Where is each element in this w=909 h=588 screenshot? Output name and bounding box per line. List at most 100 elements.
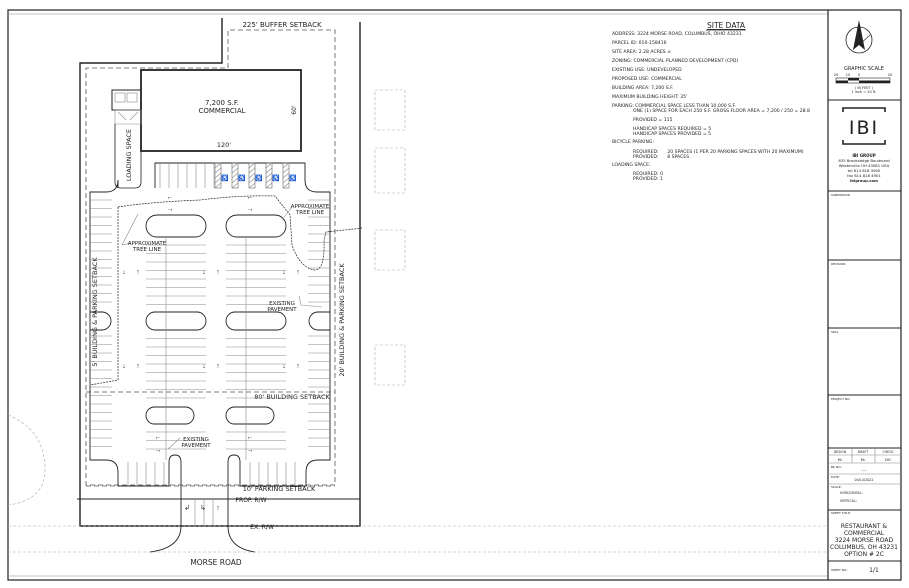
accessible-parking-icon: ♿ <box>221 174 229 182</box>
scale-tick: 20 <box>888 73 892 77</box>
hatch-line <box>248 167 256 174</box>
existing-pavement-label: EXISTING <box>269 301 295 307</box>
direction-arrow-icon: ↓ <box>202 363 206 370</box>
company-web: ibigroup.com <box>850 178 878 183</box>
tree-line <box>117 195 363 271</box>
north-arrow-icon <box>845 20 873 54</box>
date-label: DATE: <box>831 475 840 479</box>
accessible-parking-icon: ♿ <box>289 174 297 182</box>
sheet-title: RESTAURANT & <box>841 523 888 530</box>
loading-line: PROVIDED: 1 <box>633 176 663 182</box>
tree-line-label: APPROXIMATE <box>291 204 330 210</box>
leader-line <box>121 213 139 246</box>
prop-rw-label: PROP. R/W <box>235 497 266 504</box>
bk-no-value: ----- <box>861 468 866 472</box>
parking-line: PARKING: COMMERCIAL SPACE LESS THAN 10,0… <box>612 103 736 109</box>
direction-arrow-icon: ↓ <box>282 363 286 370</box>
hatch-line <box>282 172 290 179</box>
access-aisle <box>248 162 256 189</box>
direction-arrow-icon: ← <box>247 194 254 201</box>
access-aisle <box>265 162 273 189</box>
direction-arrow-icon: ↓ <box>282 269 286 276</box>
direction-arrow-icon: → <box>247 447 254 454</box>
landscape-island <box>225 406 275 425</box>
site-data-line: BUILDING AREA: 7,200 S.F. <box>612 85 673 91</box>
hatch-line <box>214 182 222 189</box>
horizontal-scale-label: HORIZONTAL: <box>840 491 863 495</box>
accessible-parking-icon: ♿ <box>238 174 246 182</box>
access-aisle <box>282 162 290 189</box>
existing-pavement-label: EXISTING <box>183 437 209 443</box>
building-width-dim: 120' <box>217 141 231 149</box>
parking-line: HANDICAP SPACES PROVIDED = 5 <box>633 131 711 137</box>
scale-ratio: 1 inch = 20 ft. <box>851 90 876 94</box>
site-data-line: PARCEL ID: 010-158416 <box>612 40 667 46</box>
dumpster <box>114 92 126 103</box>
ibi-logo: IBI <box>842 107 886 145</box>
seal-label: SEAL <box>831 330 839 334</box>
direction-arrow-icon: ↑ <box>216 505 220 512</box>
scale-unit: ( IN FEET ) <box>855 86 874 90</box>
site-data-line: PROPOSED USE: COMMERCIAL <box>612 76 682 82</box>
tree-line-label: TREE LINE <box>132 247 162 253</box>
direction-arrow-icon: → <box>247 206 254 213</box>
loading-line: LOADING SPACE: <box>612 162 651 168</box>
direction-arrow-icon: ↑ <box>136 363 140 370</box>
hatch-line <box>231 167 239 174</box>
landscape-island <box>225 311 287 331</box>
hatch-line <box>214 162 222 169</box>
direction-arrow-icon: ↑ <box>216 363 220 370</box>
loading-pad <box>114 109 142 125</box>
hatch-line <box>265 162 273 169</box>
hatch-line <box>231 177 239 184</box>
direction-arrow-icon: ← <box>167 194 174 201</box>
hatch-line <box>231 182 239 189</box>
right-setback-label: 20' BUILDING & PARKING SETBACK <box>338 263 346 377</box>
ex-rw-label: EX. R/W <box>250 524 274 531</box>
direction-arrow-icon: → <box>155 447 162 454</box>
bicycle-line: BICYCLE PARKING: <box>612 139 654 145</box>
company-tel: tel 614 818 4900 <box>848 168 881 173</box>
direction-arrow-icon: ↑ <box>296 269 300 276</box>
hatch-line <box>282 162 290 169</box>
scale-tick: 0 <box>858 73 860 77</box>
accessible-parking-icon: ♿ <box>255 174 263 182</box>
hatch-line <box>231 162 239 169</box>
submission-label: SUBMISSION <box>831 193 850 197</box>
buffer-setback-label: 225' BUFFER SETBACK <box>242 21 321 29</box>
parking-line: PROVIDED = 115 <box>633 117 673 123</box>
access-aisle <box>231 162 239 189</box>
scale-tick: 20 <box>834 73 838 77</box>
svg-text:IBI: IBI <box>849 117 879 139</box>
design-label: DESIGN <box>834 450 847 454</box>
date-value: 04/14/2022 <box>854 478 873 482</box>
parking-line: ONE (1) SPACE FOR EACH 250 S.F. GROSS FL… <box>633 108 810 114</box>
site-data-list: ADDRESS: 3224 MORSE ROAD, COLUMBUS, OHIO… <box>612 31 810 182</box>
parking-lot-curb <box>89 162 331 553</box>
direction-arrow-icon: ↑ <box>296 363 300 370</box>
direction-arrow-icon: ↑ <box>136 269 140 276</box>
landscape-island <box>145 311 207 331</box>
sheet-no: 1/1 <box>869 567 879 574</box>
sheet-title: 3224 MORSE ROAD <box>835 537 894 544</box>
end-island <box>90 311 112 331</box>
tree-line-label: TREE LINE <box>295 210 325 216</box>
company-address: Westerville OH 43081 USA <box>839 163 890 168</box>
company-name: IBI GROUP <box>852 153 875 158</box>
adjacent-buildings <box>7 89 406 506</box>
road-name: MORSE ROAD <box>190 558 242 567</box>
landscape-island <box>225 214 287 238</box>
scale-tick: 10 <box>846 73 850 77</box>
graphic-scale-title: GRAPHIC SCALE <box>844 66 884 72</box>
hatch-line <box>282 177 290 184</box>
sheet-no-label: SHEET NO.: <box>831 568 848 572</box>
hatch-line <box>231 172 239 179</box>
hatch-line <box>214 172 222 179</box>
dumpster <box>126 92 138 103</box>
existing-pavement-label: PAVEMENT <box>267 307 297 313</box>
hatch-line <box>248 182 256 189</box>
building-depth-dim: 60' <box>291 105 298 115</box>
bicycle-line: PROVIDED: 8 SPACES <box>633 154 689 160</box>
building-use-label: COMMERCIAL <box>198 107 245 115</box>
